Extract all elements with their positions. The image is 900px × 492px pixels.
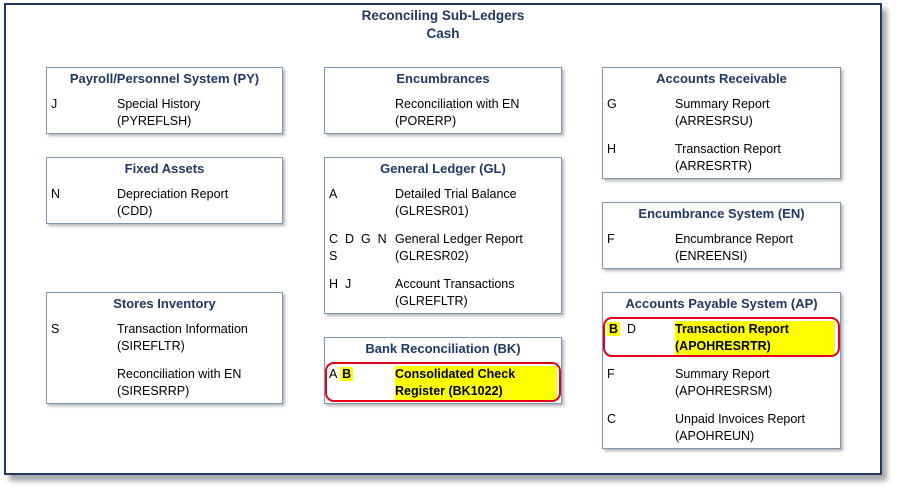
general-ledger-title: General Ledger (GL) [380, 161, 506, 176]
accounts-receivable-box: Accounts Receivable G Summary Report(ARR… [602, 67, 841, 179]
list-item: G Summary Report(ARRESRSU) [607, 97, 770, 128]
list-item: B D Transaction Report(APOHRESRTR) [603, 321, 840, 357]
general-ledger-box: General Ledger (GL) A Detailed Trial Bal… [324, 157, 562, 314]
highlighted-report: Transaction Report(APOHRESRTR) [675, 321, 835, 355]
list-item: F Summary Report(APOHRESRSM) [607, 367, 773, 398]
bank-reconciliation-box: Bank Reconciliation (BK) A B Consolidate… [324, 337, 562, 404]
accounts-payable-title: Accounts Payable System (AP) [625, 296, 818, 311]
list-item: S Transaction Information(SIREFLTR) [51, 322, 248, 353]
list-item: F Encumbrance Report(ENREENSI) [607, 232, 794, 263]
list-item: H Transaction Report(ARRESRTR) [607, 142, 781, 173]
list-item: C Unpaid Invoices Report(APOHREUN) [607, 412, 805, 443]
accounts-payable-box: Accounts Payable System (AP) B D Transac… [602, 292, 841, 449]
list-item: Reconciliation with EN(PORERP) [395, 97, 520, 128]
list-item: J Special History(PYREFLSH) [51, 97, 201, 128]
encumbrance-system-box: Encumbrance System (EN) F Encumbrance Re… [602, 202, 841, 269]
payroll-box: Payroll/Personnel System (PY) J Special … [46, 67, 283, 134]
list-item: N Depreciation Report(CDD) [51, 187, 229, 218]
payroll-title: Payroll/Personnel System (PY) [69, 71, 260, 86]
encumbrances-title: Encumbrances [396, 71, 490, 86]
stores-inventory-title: Stores Inventory [113, 296, 216, 311]
accounts-receivable-title: Accounts Receivable [656, 71, 787, 86]
diagram-title: Reconciling Sub-Ledgers Cash [361, 8, 525, 41]
list-item: H J Account Transactions(GLREFLTR) [329, 277, 515, 308]
list-item: A Detailed Trial Balance(GLRESR01) [329, 187, 517, 218]
encumbrance-system-title: Encumbrance System (EN) [638, 206, 805, 221]
list-item: Reconciliation with EN(SIRESRRP) [117, 367, 242, 398]
stores-inventory-box: Stores Inventory S Transaction Informati… [46, 292, 283, 404]
encumbrances-box: Encumbrances Reconciliation with EN(PORE… [324, 67, 562, 134]
highlight-code: B [340, 367, 354, 381]
bank-reconciliation-title: Bank Reconciliation (BK) [365, 341, 521, 356]
fixed-assets-box: Fixed Assets N Depreciation Report(CDD) [46, 157, 283, 224]
fixed-assets-title: Fixed Assets [124, 161, 205, 176]
highlight-code: B [607, 322, 621, 336]
